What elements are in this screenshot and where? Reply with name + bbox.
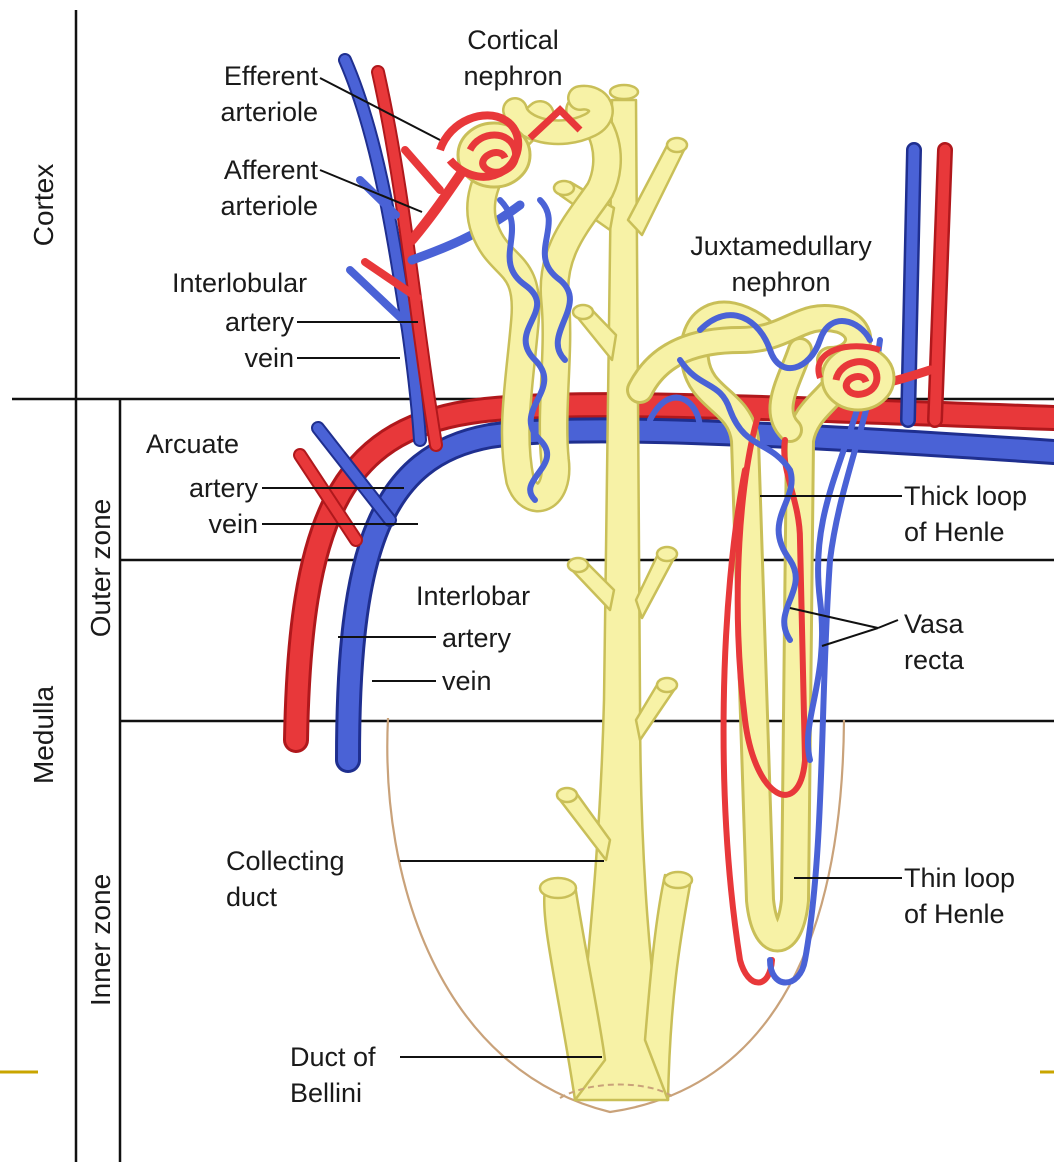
thick-loop-label: Thick loop of Henle [904,478,1027,550]
interlobular-vein-label: vein [160,340,294,376]
afferent-arteriole-label: Afferent arteriole [170,152,318,224]
interlobar-vein-label: vein [442,663,492,699]
efferent-arteriole-label: Efferent arteriole [170,58,318,130]
zone-lines [12,10,1054,1162]
interlobar-artery-label: artery [442,620,511,656]
duct-of-bellini-label: Duct of Bellini [290,1039,376,1111]
medulla-label: Medulla [28,686,60,784]
interlobular-artery-label: artery [160,304,294,340]
juxtamedullary-nephron-label: Juxtamedullary nephron [666,228,896,300]
vasa-recta-label: Vasa recta [904,606,964,678]
arcuate-interlobar-vessels [296,405,1054,760]
outer-zone-label: Outer zone [85,499,117,638]
inner-zone-label: Inner zone [85,874,117,1006]
interlobar-label: Interlobar [416,578,530,614]
arcuate-vein-label: vein [150,506,258,542]
arcuate-artery-label: artery [150,470,258,506]
arcuate-label: Arcuate [146,426,239,462]
collecting-duct-label: Collecting duct [226,843,396,915]
cortex-label: Cortex [28,164,60,246]
cortical-nephron-label: Cortical nephron [438,22,588,94]
interlobular-label: Interlobular [172,265,307,301]
thin-loop-label: Thin loop of Henle [904,860,1015,932]
